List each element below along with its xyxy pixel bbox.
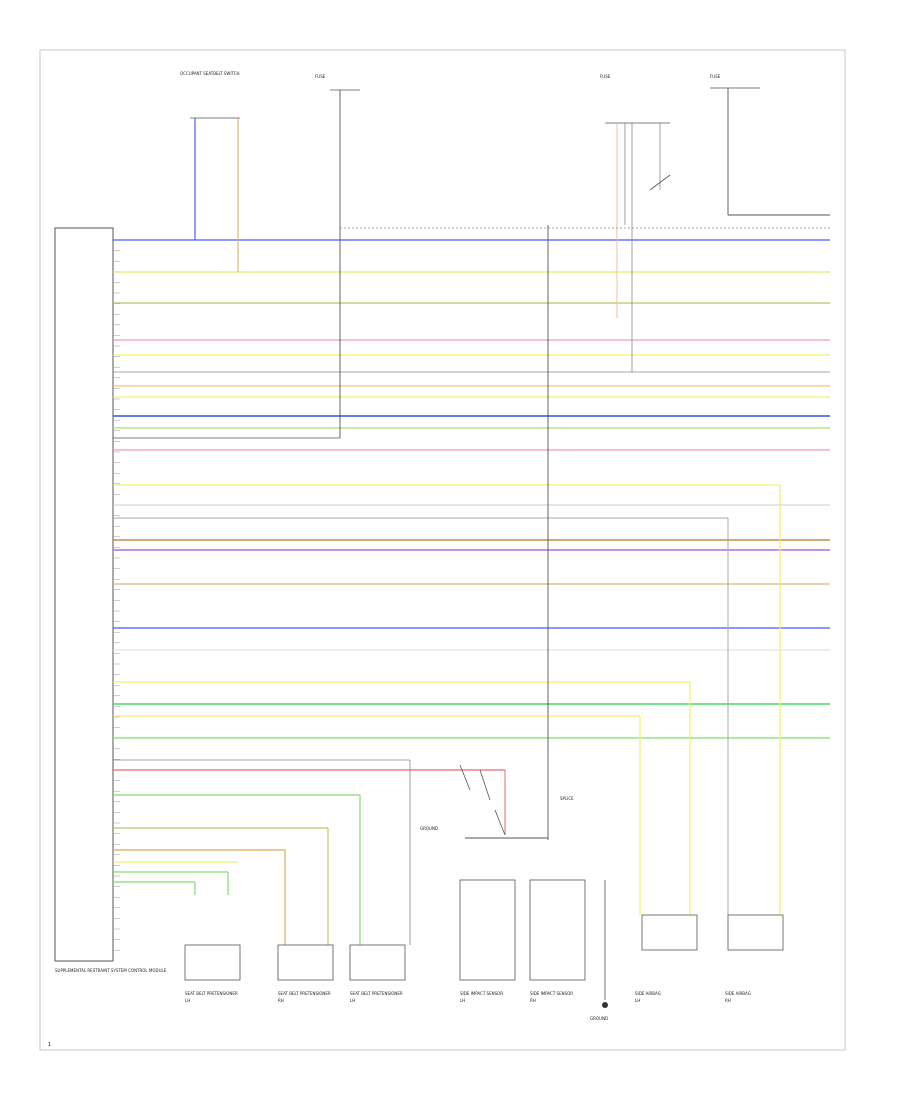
bottom-sublabel-2: RH xyxy=(278,998,284,1003)
top-center-component: FUSE xyxy=(315,74,360,438)
srs-module-label: SUPPLEMENTAL RESTRAINT SYSTEM CONTROL MO… xyxy=(55,968,167,973)
diagram-frame xyxy=(39,49,846,1051)
component-box-5 xyxy=(529,879,586,981)
component-box-2 xyxy=(277,944,334,981)
bottom-label-7: SIDE AIRBAG xyxy=(635,991,661,996)
top-left-component: OCCUPANT SEATBELT SWITCH xyxy=(180,71,240,272)
component-box-6 xyxy=(641,914,698,951)
bottom-sublabel-8: RH xyxy=(725,998,731,1003)
bottom-sublabel-3: LH xyxy=(350,998,355,1003)
bottom-sublabel-7: LH xyxy=(635,998,640,1003)
bottom-label-4: SIDE IMPACT SENSOR xyxy=(460,991,503,996)
bottom-components xyxy=(184,879,784,1008)
module-pin-rows xyxy=(113,239,120,951)
bottom-labels: SEAT BELT PRETENSIONER LH SEAT BELT PRET… xyxy=(185,991,751,1021)
top-right-component-label: FUSE xyxy=(600,74,611,79)
component-box-1 xyxy=(184,944,241,981)
lower-wires xyxy=(113,759,548,945)
bottom-label-2: SEAT BELT PRETENSIONER xyxy=(278,991,331,996)
lower-connector-label: GROUND xyxy=(420,826,438,831)
bottom-sublabel-1: LH xyxy=(185,998,190,1003)
top-right-component: FUSE xyxy=(600,74,671,372)
component-box-4 xyxy=(459,879,516,981)
top-center-component-label: FUSE xyxy=(315,74,326,79)
page-number: 1 xyxy=(48,1042,51,1048)
far-right-component: FUSE xyxy=(710,74,830,216)
bottom-sublabel-4: LH xyxy=(460,998,465,1003)
bottom-label-1: SEAT BELT PRETENSIONER xyxy=(185,991,238,996)
bottom-sublabel-5: RH xyxy=(530,998,536,1003)
top-left-component-label: OCCUPANT SEATBELT SWITCH xyxy=(180,71,240,76)
bottom-label-3: SEAT BELT PRETENSIONER xyxy=(350,991,403,996)
bottom-label-8: SIDE AIRBAG xyxy=(725,991,751,996)
bottom-label-5: SIDE IMPACT SENSOR xyxy=(530,991,573,996)
component-box-7 xyxy=(727,914,784,951)
bottom-label-6: GROUND xyxy=(590,1016,608,1021)
component-box-3 xyxy=(349,944,406,981)
harness-wires xyxy=(113,239,830,739)
srs-module-box xyxy=(54,227,114,962)
splice-label: SPLICE xyxy=(560,796,574,801)
far-right-component-label: FUSE xyxy=(710,74,721,79)
center-switch-cluster: SPLICE GROUND xyxy=(420,764,574,836)
